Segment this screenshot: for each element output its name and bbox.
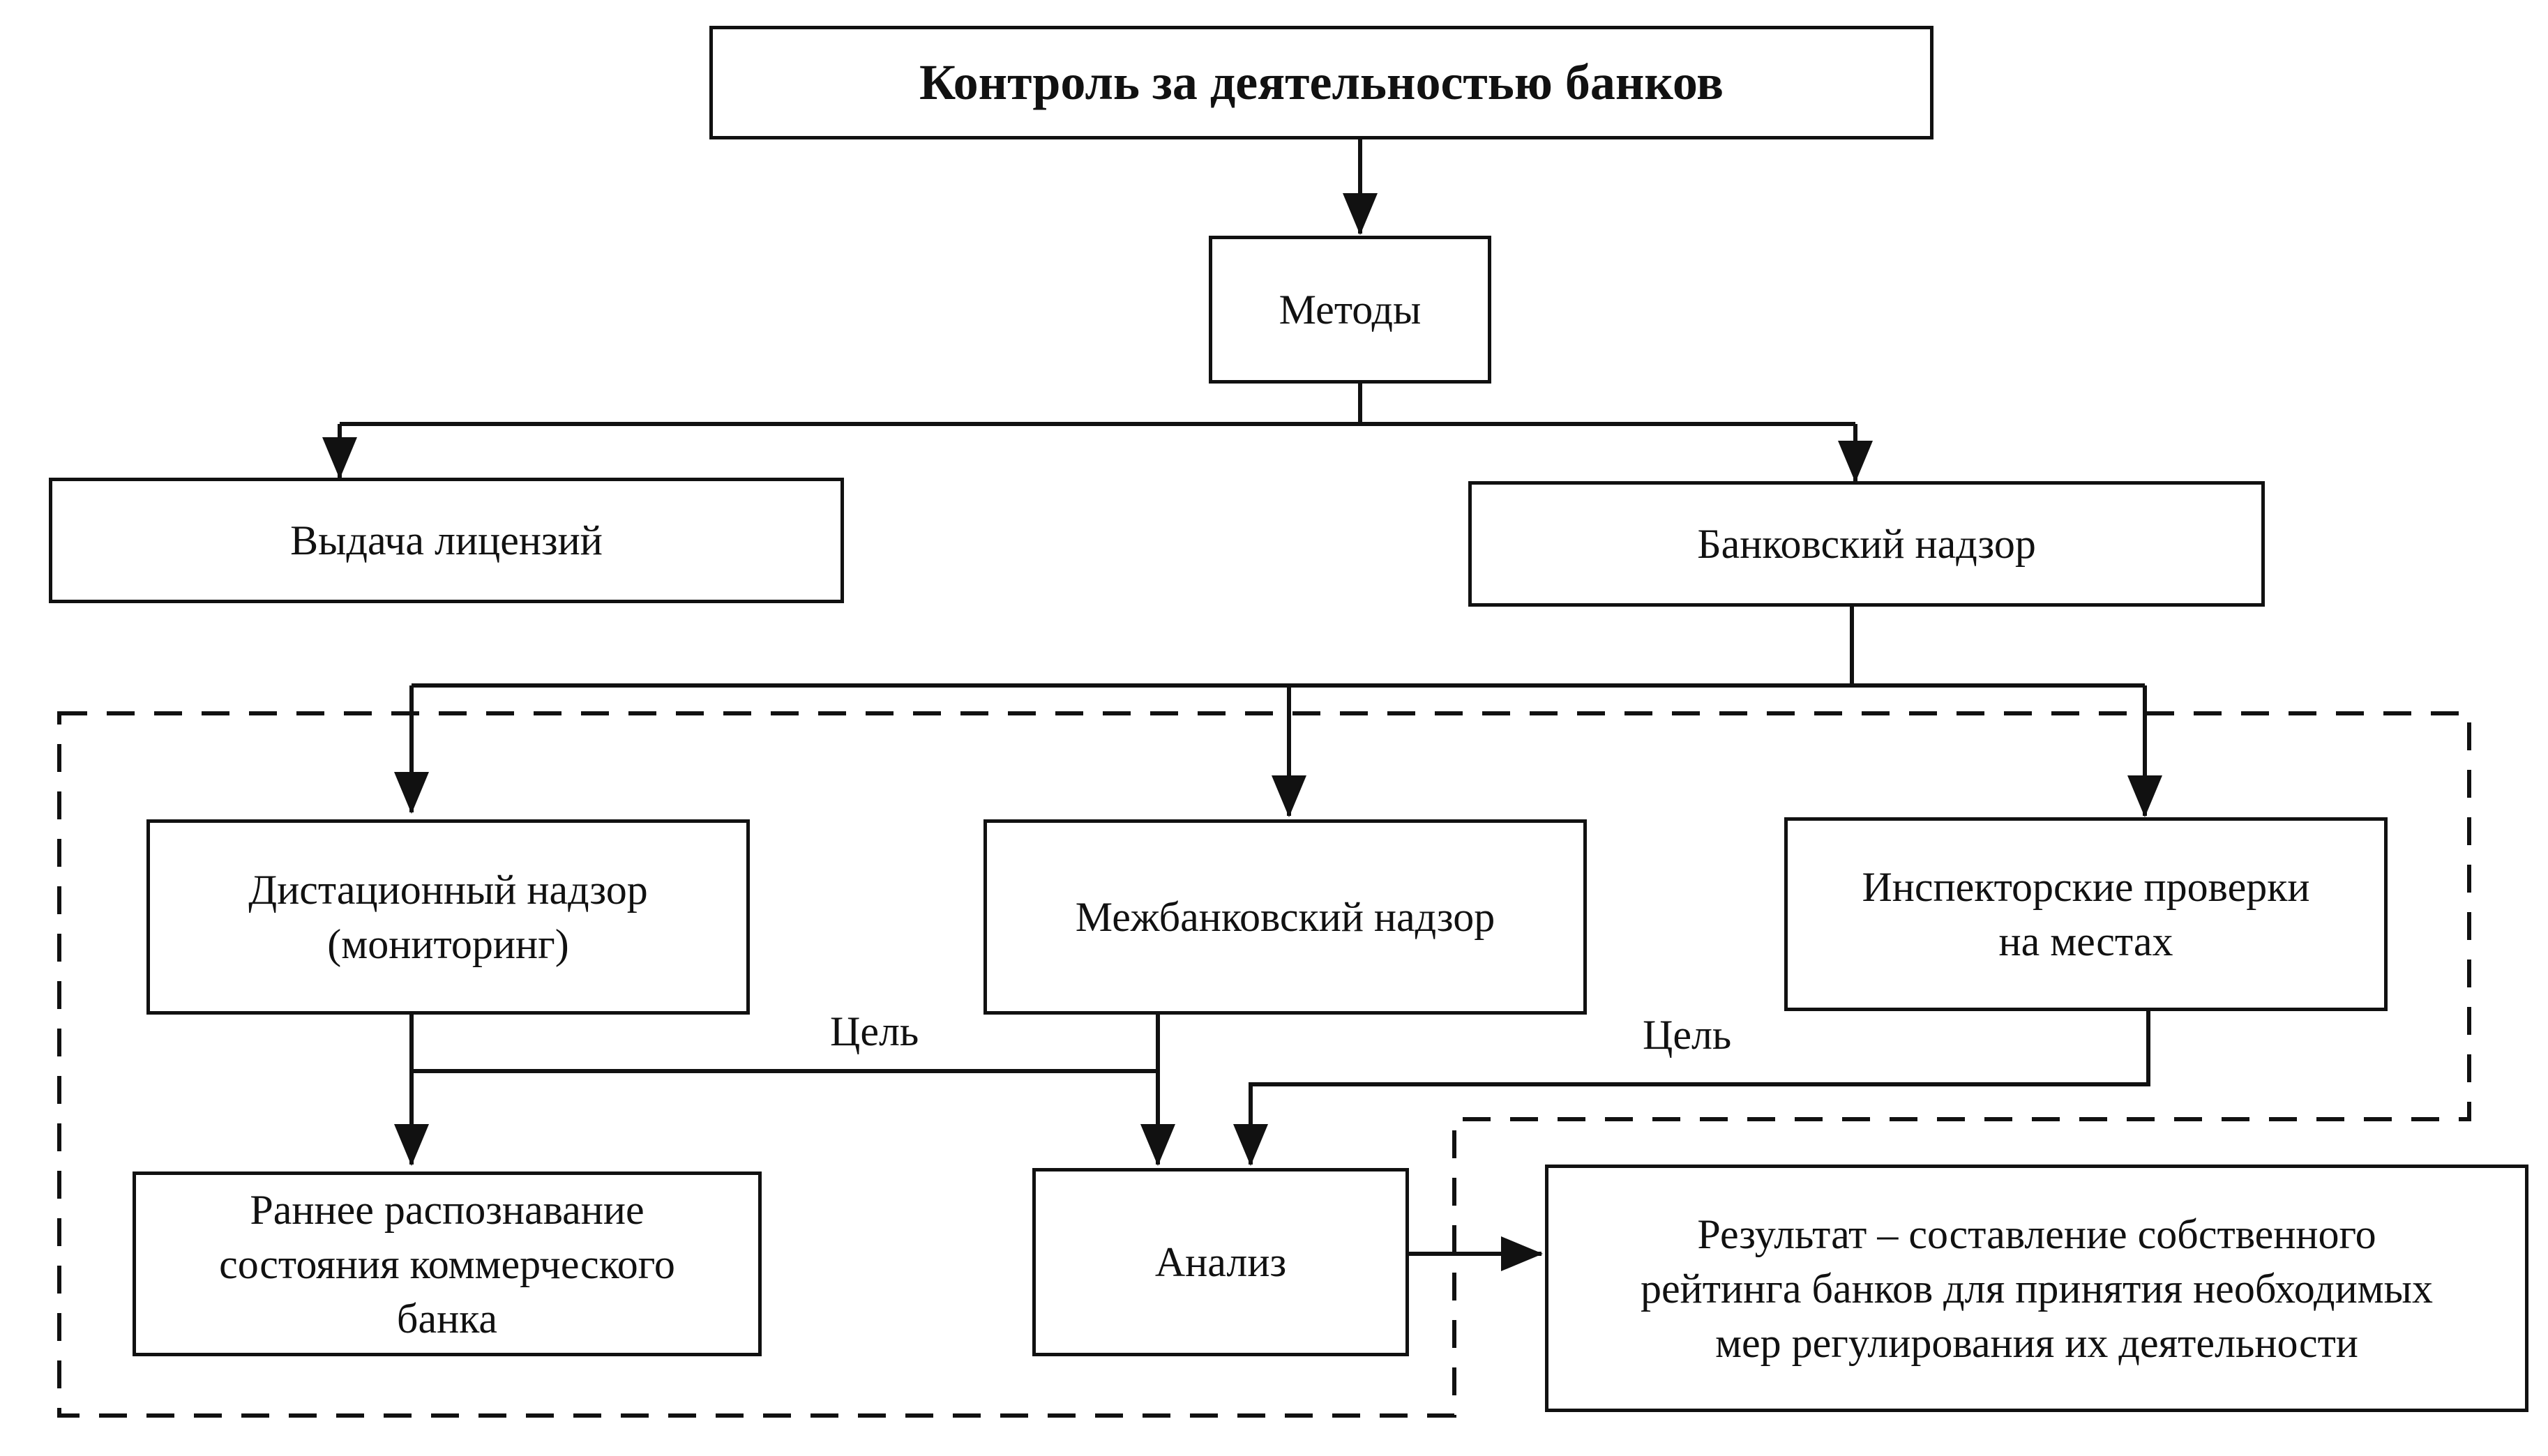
node-banking-supervision: Банковский надзор	[1468, 481, 2265, 607]
node-result-label: Результат – составление собственного рей…	[1641, 1211, 2433, 1366]
node-result: Результат – составление собственного рей…	[1545, 1165, 2528, 1412]
node-methods-label: Методы	[1279, 287, 1422, 333]
edge-onsite-analysis	[1233, 1011, 2150, 1166]
diagram-title: Контроль за деятельностью банков	[919, 54, 1724, 110]
node-interbank-supervision: Межбанковский надзор	[983, 819, 1587, 1015]
node-licensing-label: Выдача лицензий	[290, 517, 603, 563]
node-banking-supervision-label: Банковский надзор	[1697, 521, 2036, 567]
node-analysis-label: Анализ	[1154, 1239, 1287, 1285]
supervision-group-frame	[57, 711, 2471, 1418]
edge-label-goal-left: Цель	[830, 1008, 919, 1054]
node-onsite-inspections-label: Инспекторские проверки на местах	[1862, 864, 2310, 964]
edge-label-goal-right: Цель	[1643, 1012, 1732, 1058]
title-box: Контроль за деятельностью банков	[709, 26, 1933, 139]
node-remote-supervision: Дистационный надзор (мониторинг)	[146, 819, 750, 1015]
node-onsite-inspections: Инспекторские проверки на местах	[1784, 817, 2388, 1011]
node-methods: Методы	[1209, 236, 1491, 384]
node-early-recognition-label: Раннее распознавание состояния коммерчес…	[219, 1186, 675, 1342]
node-remote-supervision-label: Дистационный надзор (мониторинг)	[248, 867, 648, 967]
node-interbank-supervision-label: Межбанковский надзор	[1075, 894, 1495, 940]
node-licensing: Выдача лицензий	[49, 478, 844, 603]
node-early-recognition: Раннее распознавание состояния коммерчес…	[133, 1171, 762, 1356]
node-analysis: Анализ	[1032, 1168, 1409, 1356]
